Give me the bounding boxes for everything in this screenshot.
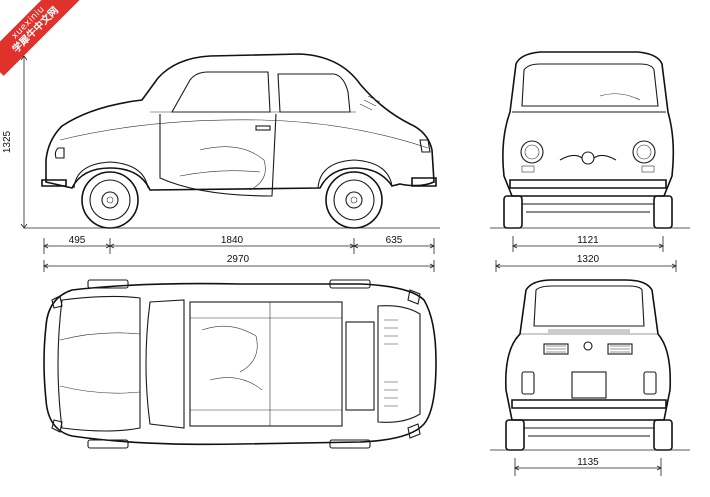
rear-taillight-right bbox=[643, 371, 657, 395]
top-windshield bbox=[145, 299, 185, 429]
front-headlight-right bbox=[632, 140, 656, 164]
front-headlight-left bbox=[520, 140, 544, 164]
side-window-rear bbox=[277, 73, 351, 113]
dim-rear-track-label: 1135 bbox=[577, 457, 599, 468]
side-beltline bbox=[59, 119, 429, 149]
dim-rear-overhang-label: 635 bbox=[386, 235, 403, 246]
front-bumper bbox=[509, 179, 667, 189]
dim-front-track-label: 1121 bbox=[577, 235, 599, 246]
dim-height-label: 1325 bbox=[2, 130, 13, 153]
dim-overall-length-label: 2970 bbox=[227, 254, 250, 265]
front-badge bbox=[581, 151, 595, 165]
top-body-outline bbox=[43, 282, 437, 446]
rear-view bbox=[490, 279, 690, 451]
rear-taillight-left bbox=[521, 371, 535, 395]
front-windshield bbox=[521, 63, 659, 107]
front-tyre-right bbox=[653, 195, 673, 229]
rear-bumper bbox=[511, 399, 667, 409]
side-body-outline bbox=[45, 53, 435, 191]
top-roof bbox=[189, 301, 343, 427]
rear-window bbox=[533, 285, 645, 327]
side-front-wheel bbox=[81, 171, 139, 229]
top-bonnet-outline bbox=[57, 295, 141, 432]
top-rear-window bbox=[345, 321, 375, 411]
front-view bbox=[490, 51, 690, 229]
dim-wheelbase-label: 1840 bbox=[221, 235, 244, 246]
rear-license-plate bbox=[571, 371, 607, 399]
side-view bbox=[24, 53, 440, 229]
front-tyre-left bbox=[503, 195, 523, 229]
rear-tyre-left bbox=[505, 419, 525, 451]
rear-tyre-right bbox=[653, 419, 673, 451]
rear-body-outline bbox=[504, 279, 672, 421]
front-dimensions: 1121 1320 bbox=[495, 235, 677, 272]
side-front-bumper bbox=[41, 179, 67, 187]
top-view bbox=[43, 279, 437, 449]
side-rear-wheel bbox=[325, 171, 383, 229]
rear-badge bbox=[583, 341, 593, 351]
side-rear-bumper bbox=[411, 177, 437, 187]
rear-dimensions: 1135 bbox=[514, 457, 662, 476]
side-window-front bbox=[171, 71, 271, 113]
dim-front-overhang-label: 495 bbox=[69, 235, 86, 246]
dim-overall-width-label: 1320 bbox=[577, 254, 600, 265]
side-dimensions: 1325 495 1840 635 2970 bbox=[2, 55, 435, 272]
side-door-line bbox=[159, 113, 277, 197]
front-body-outline bbox=[502, 51, 675, 197]
